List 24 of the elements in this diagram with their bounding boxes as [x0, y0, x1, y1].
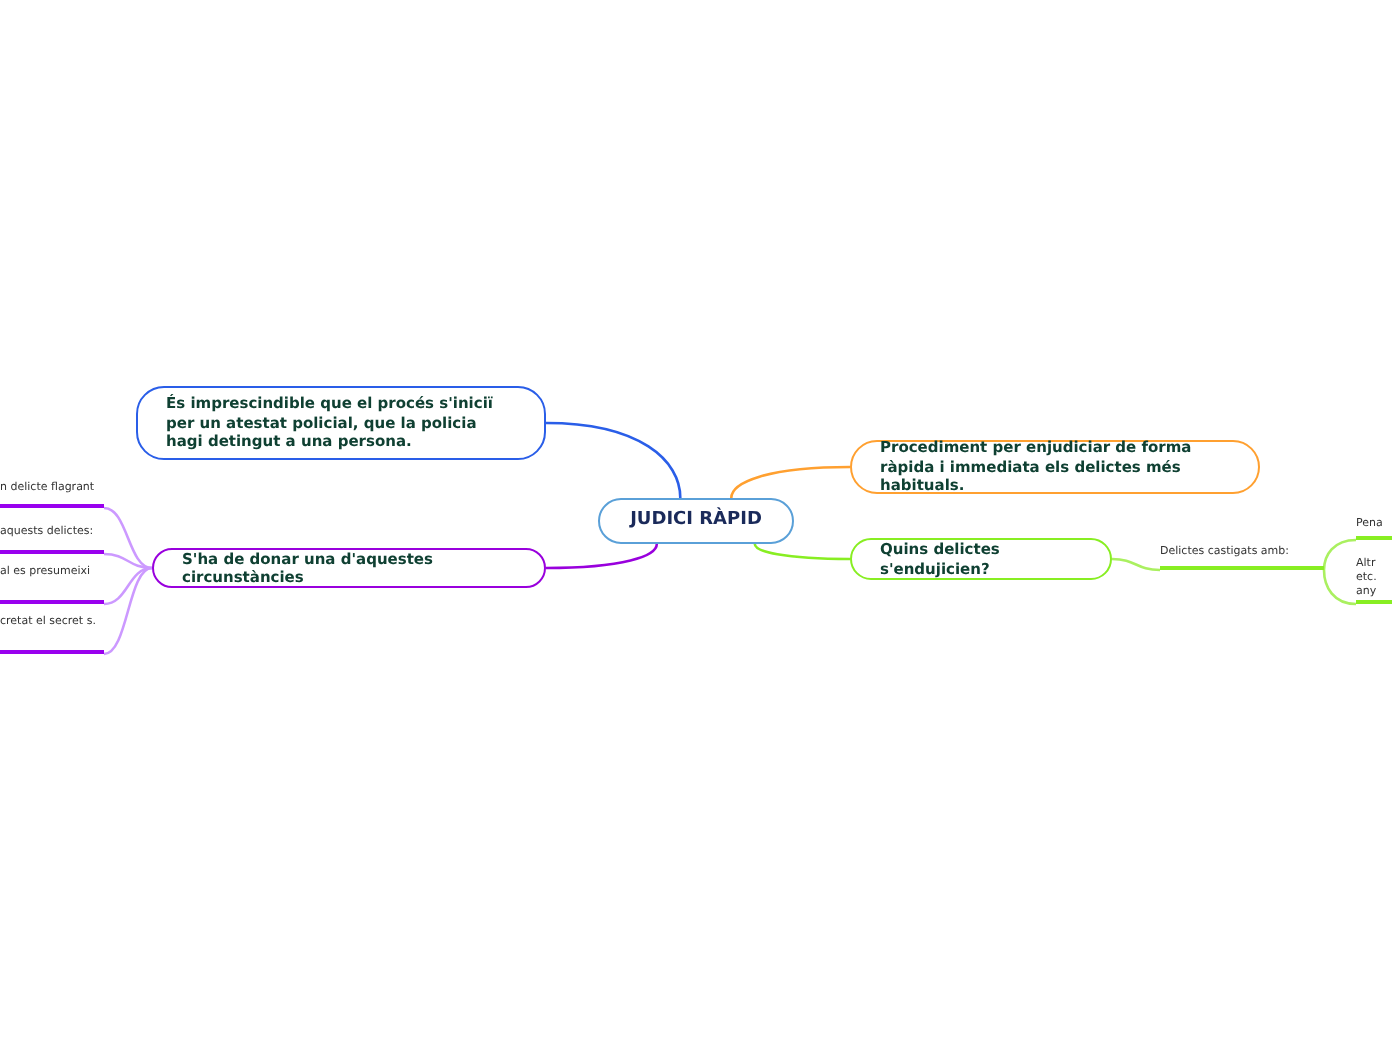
- subtopic-text: [1160, 546, 1324, 570]
- subtopic-text: [1356, 558, 1392, 604]
- subtopic-text: [0, 566, 104, 604]
- topic-box: [850, 538, 1112, 580]
- central-topic-box: [598, 498, 794, 544]
- connector-line: [103, 566, 153, 656]
- connector-line: [1111, 557, 1161, 572]
- subtopic-text: [0, 616, 104, 654]
- connector-line: [103, 506, 153, 570]
- topic-box: [850, 440, 1260, 494]
- connector-line: [546, 543, 659, 570]
- subtopic-text: [0, 526, 104, 554]
- connector-line: [1322, 569, 1357, 606]
- topic-box: [136, 386, 546, 460]
- connector-line: [730, 465, 851, 499]
- topic-box: [152, 548, 546, 588]
- connector-line: [545, 421, 682, 499]
- subtopic-text: [1356, 518, 1392, 540]
- connector-line: [1322, 538, 1357, 571]
- subtopic-text: [0, 482, 104, 508]
- central-topic-text: JUDICI RÀPID: [630, 509, 762, 533]
- connector-line: [103, 566, 153, 606]
- connector-line: [103, 552, 153, 570]
- connector-line: [753, 543, 850, 561]
